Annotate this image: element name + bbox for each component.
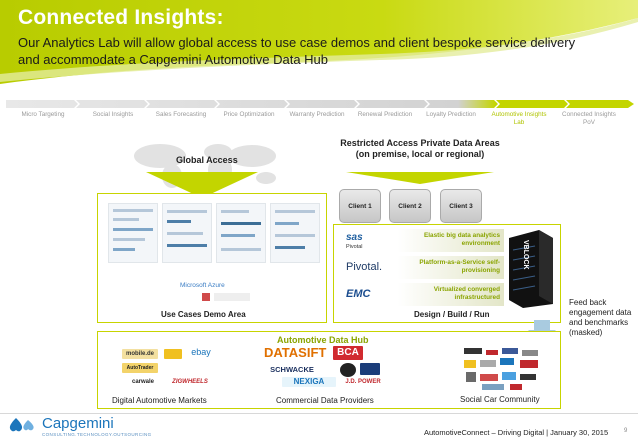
page-number: 9 xyxy=(624,428,628,434)
header-swoosh xyxy=(0,0,638,84)
capgemini-tagline: CONSULTING.TECHNOLOGY.OUTSOURCING xyxy=(42,432,152,437)
capgemini-spades-icon xyxy=(9,418,34,432)
partner-logos xyxy=(202,293,250,301)
emc-logo: EMC xyxy=(346,288,371,300)
timeline-item-connected-insights-pov: Connected Insights PoV xyxy=(562,111,616,126)
global-access-label: Global Access xyxy=(176,155,238,165)
social-community-collage xyxy=(464,348,538,390)
use-cases-demo-caption: Use Cases Demo Area xyxy=(161,310,246,319)
ebay-logo: ebay xyxy=(191,347,211,357)
marketplace-logo xyxy=(164,349,182,359)
timeline-item-renewal-prediction: Renewal Prediction xyxy=(357,111,413,118)
timeline-arrow xyxy=(6,100,634,108)
timeline-item-loyalty-prediction: Loyalty Prediction xyxy=(426,111,476,118)
digital-automotive-markets-caption: Digital Automotive Markets xyxy=(112,396,207,405)
header-band xyxy=(0,0,638,84)
zigwheels-logo: ZIGWHEELS xyxy=(172,379,208,385)
restricted-access-arrow xyxy=(346,172,494,184)
client-2-box: Client 2 xyxy=(389,189,431,223)
datasift-logo: DATASIFT xyxy=(264,345,327,360)
sas-logo: sas xyxy=(346,232,363,243)
bca-logo: BCA xyxy=(333,346,363,360)
mobile-de-logo: mobile.de xyxy=(122,349,158,359)
jd-power-logo: J.D. POWER xyxy=(345,379,381,385)
capgemini-logo-text: Capgemini xyxy=(42,415,114,432)
client-3-box: Client 3 xyxy=(440,189,482,223)
sas-pivotal-sublabel: Pivotal xyxy=(346,244,363,250)
azure-logo: Microsoft Azure xyxy=(180,282,225,289)
schwacke-logo: SCHWACKE xyxy=(270,365,314,374)
feature-paas: Platform-as-a-Service self-provisioning xyxy=(419,259,500,274)
timeline-item-automotive-insights-lab: Automotive Insights Lab xyxy=(491,111,547,126)
feature-row: Elastic big data analytics environment xyxy=(340,229,504,253)
timeline-item-micro-targeting: Micro Targeting xyxy=(21,111,65,118)
feature-row: Virtualized converged infrastructured xyxy=(340,283,504,307)
feature-row: Platform-as-a-Service self-provisioning xyxy=(340,256,504,280)
page-subtitle: Our Analytics Lab will allow global acce… xyxy=(18,35,576,67)
feedback-note: Feed back engagement data and benchmarks… xyxy=(569,298,632,337)
pivotal-logo: Pivotal. xyxy=(346,261,383,273)
global-access-arrow xyxy=(146,172,258,198)
timeline-item-warranty-prediction: Warranty Prediction xyxy=(289,111,345,118)
data-hub-title: Automotive Data Hub xyxy=(277,335,369,345)
feature-elastic-analytics: Elastic big data analytics environment xyxy=(423,232,500,247)
vblock-label: VBLOCK xyxy=(522,240,529,270)
footer-divider xyxy=(0,413,638,414)
carwale-logo: carwale xyxy=(131,379,155,385)
bca-badge xyxy=(360,363,380,375)
timeline-item-sales-forecasting: Sales Forecasting xyxy=(155,111,207,118)
demo-screenshot xyxy=(270,203,320,263)
social-car-community-caption: Social Car Community xyxy=(460,395,540,404)
timeline-item-social-insights: Social Insights xyxy=(92,111,134,118)
demo-screenshot xyxy=(162,203,212,263)
autotrader-logo: AutoTrader xyxy=(122,363,158,373)
timeline-item-price-optimization: Price Optimization xyxy=(223,111,275,118)
restricted-access-label: Restricted Access Private Data Areas (on… xyxy=(340,138,500,159)
automotive-data-hub-panel xyxy=(97,331,561,409)
provider-emblem xyxy=(340,363,356,377)
client-1-box: Client 1 xyxy=(339,189,381,223)
commercial-data-providers-caption: Commercial Data Providers xyxy=(276,396,374,405)
nexiga-logo: NEXIGA xyxy=(282,377,336,387)
design-build-run-caption: Design / Build / Run xyxy=(414,310,490,319)
vblock-server-icon xyxy=(509,230,553,308)
demo-screenshot xyxy=(216,203,266,263)
page-title: Connected Insights: xyxy=(18,6,224,29)
footer-event-text: AutomotiveConnect – Driving Digital | Ja… xyxy=(424,428,609,437)
feature-converged-infra: Virtualized converged infrastructured xyxy=(433,286,500,301)
demo-screenshot xyxy=(108,203,158,263)
